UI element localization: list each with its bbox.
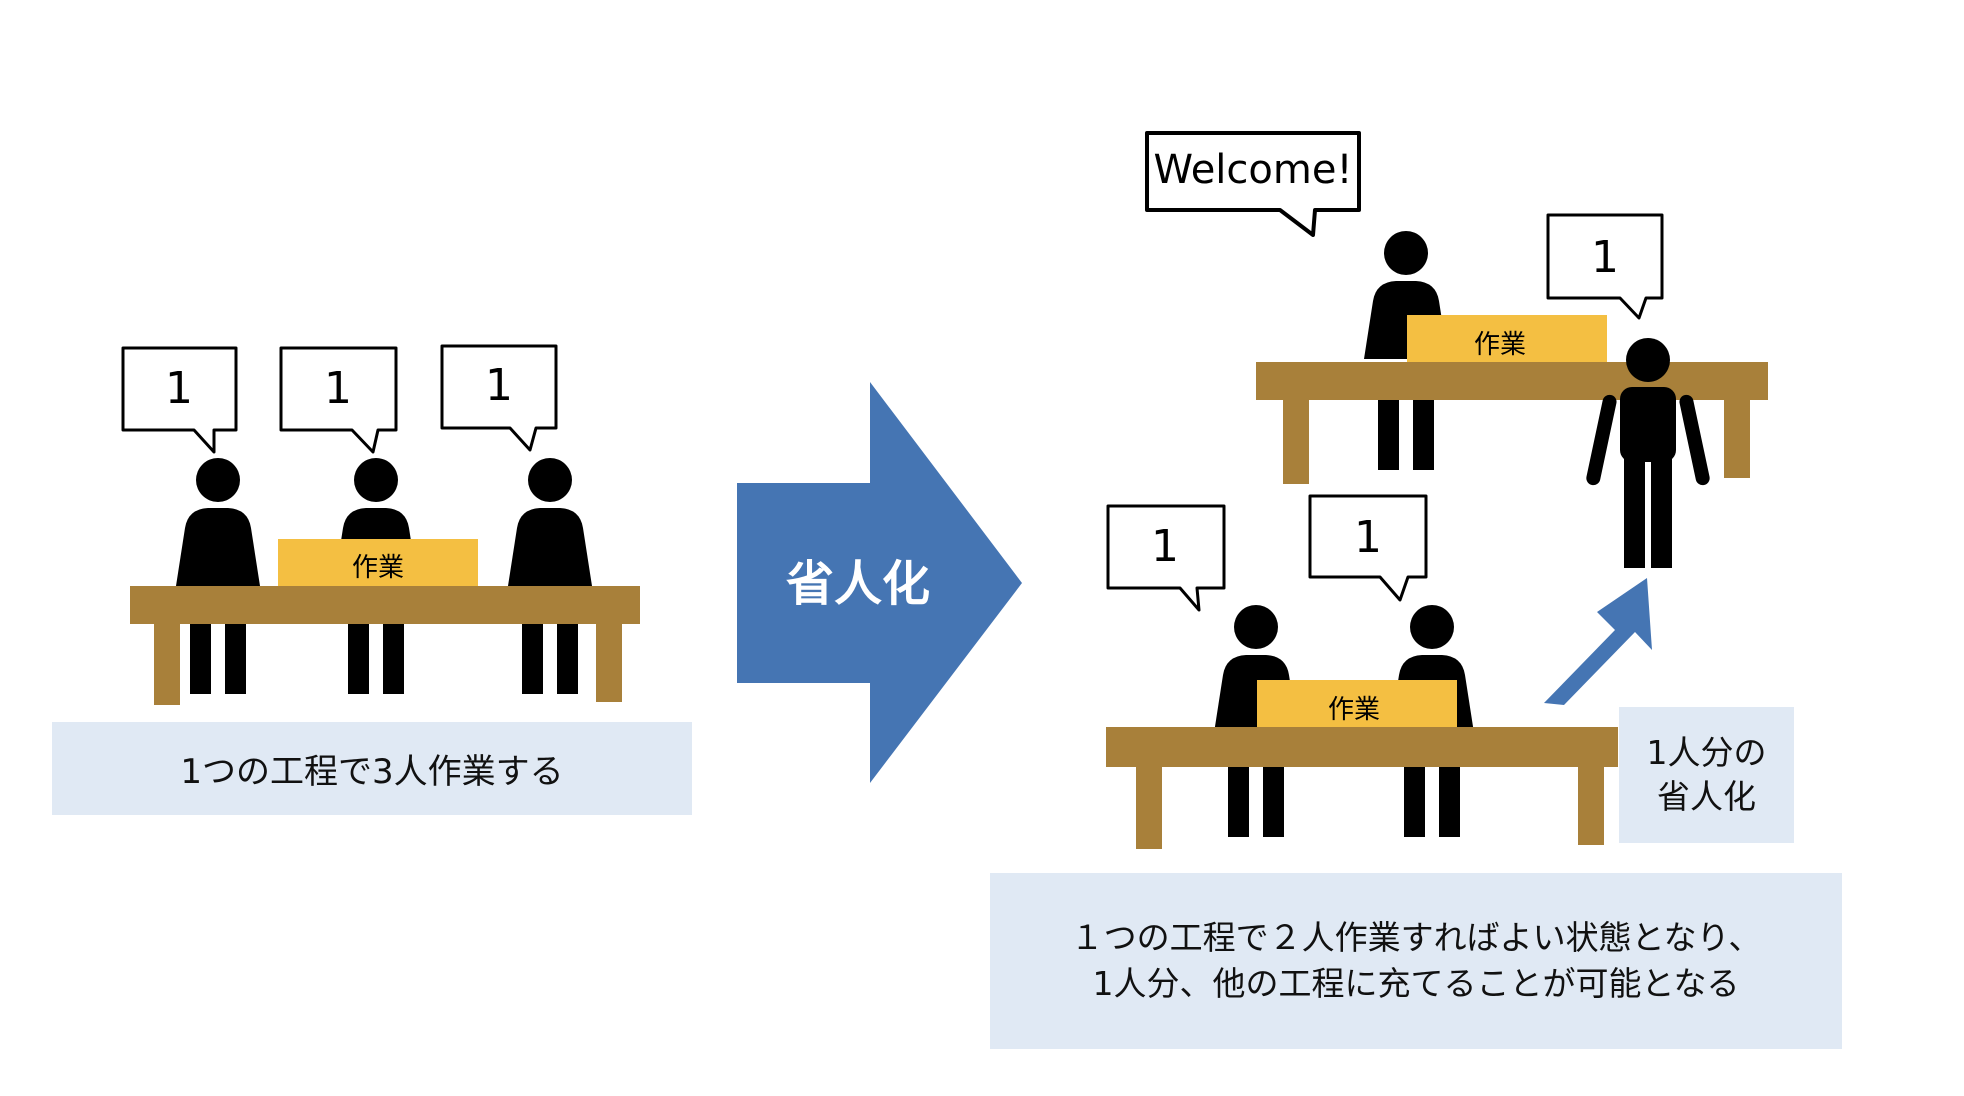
caption-line-1: １つの工程で２人作業すればよい状態となり、 [1070, 918, 1762, 957]
caption-line-2: 省人化 [1657, 777, 1756, 816]
caption-line-1: 1人分の [1646, 733, 1767, 772]
bubble-text: 1 [165, 363, 193, 414]
arrow-label: 省人化 [786, 556, 930, 612]
right-top-scene: Welcome! 1 作業 [1145, 131, 1768, 568]
task-box [278, 539, 478, 586]
welcome-text: Welcome! [1153, 147, 1352, 193]
task-label: 作業 [1474, 330, 1526, 360]
speech-bubble-right-bottom-1: 1 [1106, 504, 1226, 612]
task-label: 作業 [1328, 695, 1380, 725]
table-icon-left [130, 586, 640, 705]
bubble-text: 1 [485, 360, 513, 411]
speech-bubble-welcome: Welcome! [1145, 131, 1361, 237]
speech-bubble-right-top: 1 [1546, 213, 1664, 320]
person-icon-left-1 [176, 458, 260, 586]
caption-three-workers: 1つの工程で3人作業する [52, 722, 692, 815]
bubble-text: 1 [1354, 512, 1382, 563]
bubble-text: 1 [324, 363, 352, 414]
caption-text: 1つの工程で3人作業する [180, 752, 564, 792]
speech-bubble-left-3: 1 [440, 344, 558, 452]
speech-bubble-left-1: 1 [121, 346, 238, 454]
person-icon-left-3 [508, 458, 592, 586]
speech-bubble-right-bottom-2: 1 [1308, 494, 1428, 602]
task-label: 作業 [352, 553, 404, 583]
caption-line-2: 1人分、他の工程に充てることが可能となる [1092, 964, 1740, 1003]
table-icon-right-bottom [1106, 727, 1618, 849]
caption-one-person-reduction: 1人分の 省人化 [1619, 707, 1794, 843]
left-scene: 1 1 1 作業 [121, 344, 640, 705]
right-bottom-scene: 1 1 作業 [1106, 494, 1652, 849]
task-box [1257, 680, 1457, 727]
speech-bubble-left-2: 1 [279, 346, 398, 454]
bubble-text: 1 [1591, 232, 1619, 283]
reduction-arrow: 省人化 [737, 382, 1022, 783]
task-box [1407, 315, 1607, 362]
bubble-text: 1 [1151, 521, 1179, 572]
table-icon-right-top [1256, 362, 1768, 484]
caption-two-workers: １つの工程で２人作業すればよい状態となり、 1人分、他の工程に充てることが可能と… [990, 873, 1842, 1049]
move-arrow-icon [1544, 578, 1652, 705]
